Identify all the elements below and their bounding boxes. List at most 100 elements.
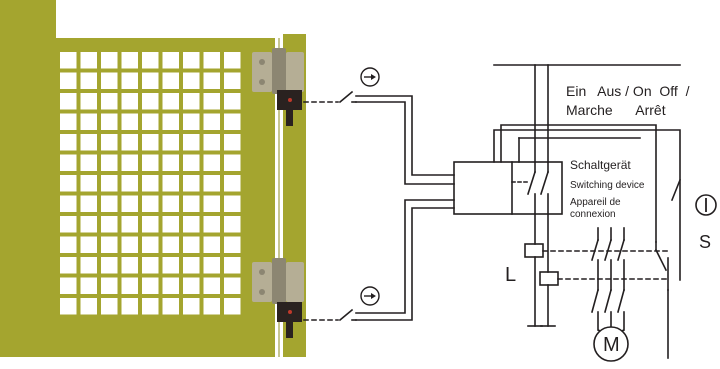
mesh-cell [101, 134, 118, 151]
mesh-cell [60, 298, 77, 315]
hinge-screw [259, 79, 265, 85]
hinge-knuckle-top [272, 48, 286, 94]
wiring [303, 64, 682, 359]
mesh-cell [224, 216, 241, 233]
mesh-cell [183, 93, 200, 110]
mesh-cell [162, 113, 179, 130]
mesh-cell [121, 134, 138, 151]
mesh-cell [142, 277, 159, 294]
sensor-led-top [288, 98, 292, 102]
label-marche-arret: Marche Arrêt [566, 102, 666, 118]
mesh-cell [101, 154, 118, 171]
mesh-cell [60, 236, 77, 253]
mesh-cell [203, 72, 220, 89]
pole-1-blade-b [591, 289, 599, 313]
mesh-cell [121, 216, 138, 233]
mesh-cell [142, 154, 159, 171]
mesh-cell [121, 52, 138, 69]
hinge-plate-bottom [252, 262, 272, 302]
label-schaltgeraet: Schaltgerät [570, 158, 631, 172]
mesh-cell [183, 113, 200, 130]
mesh-cell [101, 113, 118, 130]
hinge-plate-top [252, 52, 272, 92]
power-symbol-icon [695, 194, 717, 216]
label-s: S [699, 232, 711, 252]
mesh-cell [224, 72, 241, 89]
mesh-cell [162, 216, 179, 233]
mesh-cell [101, 175, 118, 192]
relay-coil-1 [524, 243, 544, 258]
mesh-cell [101, 93, 118, 110]
wire-top-a [355, 95, 455, 176]
mesh-cell [162, 277, 179, 294]
mesh-cell [101, 195, 118, 212]
mesh-cell [80, 175, 97, 192]
mesh-cell [203, 236, 220, 253]
mesh-cell [224, 113, 241, 130]
mesh-cell [203, 195, 220, 212]
mesh-cell [224, 93, 241, 110]
mesh-cell [101, 277, 118, 294]
mesh-cell [80, 93, 97, 110]
mesh-cell [60, 195, 77, 212]
mesh-cell [162, 52, 179, 69]
mesh-cell [101, 72, 118, 89]
mesh-cell [162, 175, 179, 192]
mesh-cell [60, 175, 77, 192]
pole-3-blade-b [617, 289, 625, 313]
label-connexion: connexion [570, 209, 616, 220]
mesh-cell [142, 113, 159, 130]
pole-1-blade-a [591, 239, 599, 261]
mesh-cell [203, 298, 220, 315]
mesh-cell [203, 175, 220, 192]
mesh-cell [203, 257, 220, 274]
mesh-cell [121, 195, 138, 212]
device-contact-1-blade [526, 170, 537, 196]
mesh-cell [162, 93, 179, 110]
device-feed-2 [500, 124, 657, 243]
s-switch-blade [654, 248, 668, 272]
wire-top-b [355, 101, 455, 185]
mesh-cell [121, 277, 138, 294]
label-switching-device: Switching device [570, 180, 645, 191]
sensor-cable-top [286, 110, 293, 126]
mesh-cell [162, 236, 179, 253]
mesh-cell [101, 216, 118, 233]
mesh-cell [60, 113, 77, 130]
mesh-cell [183, 195, 200, 212]
mesh-cell [183, 298, 200, 315]
wire-bottom-b [355, 207, 455, 321]
contact-bottom-blade [338, 308, 354, 322]
mesh-cell [224, 298, 241, 315]
mesh-cell [80, 195, 97, 212]
mesh-cell [80, 277, 97, 294]
mesh-cell [142, 52, 159, 69]
mesh-cell [80, 52, 97, 69]
mesh-cell [203, 277, 220, 294]
mesh-cell [224, 257, 241, 274]
hinge-screw [259, 59, 265, 65]
mesh-cell [162, 134, 179, 151]
mesh-cell [203, 113, 220, 130]
mesh-cell [183, 277, 200, 294]
mesh-cell [101, 52, 118, 69]
mesh-cell [224, 175, 241, 192]
pole-3-blade-a [617, 239, 625, 261]
mesh-cell [183, 175, 200, 192]
mesh-cell [121, 93, 138, 110]
hinge-knuckle-bottom [272, 258, 286, 304]
mesh-cell [162, 72, 179, 89]
mesh-cell [142, 257, 159, 274]
mesh-cell [60, 216, 77, 233]
mesh-cell [183, 216, 200, 233]
mesh-cell [162, 195, 179, 212]
arrow-in-circle-icon [360, 67, 380, 87]
door-mesh-grid [60, 52, 241, 315]
mesh-cell [142, 175, 159, 192]
mesh-cell [60, 72, 77, 89]
mesh-cell [203, 154, 220, 171]
sensor-cable-bottom [286, 322, 293, 338]
mesh-cell [80, 154, 97, 171]
